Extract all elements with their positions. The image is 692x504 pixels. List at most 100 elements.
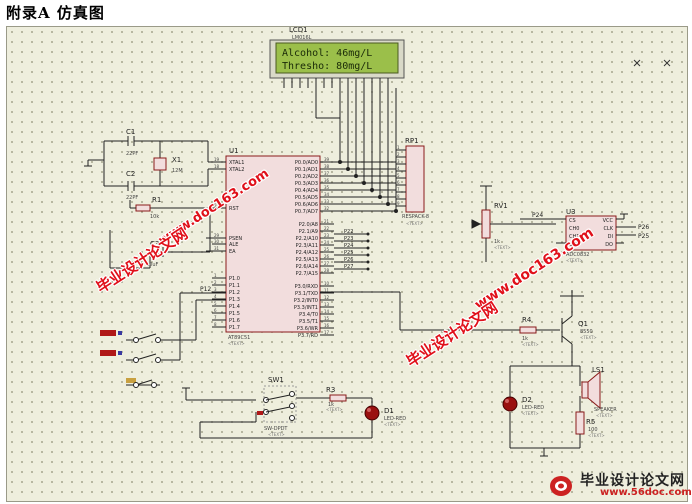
mcu-pin-number: 30 [214,239,220,244]
mcu-pin-number: 12 [324,295,330,300]
mcu-pin-number: 16 [324,323,330,328]
mcu-pin-number: 8 [214,322,217,327]
mcu-pin-label: P0.7/AD7 [295,209,318,215]
mcu-pin-label: P1.5 [229,311,240,317]
junction-dot [370,188,374,192]
mcu-pin-label: P1.6 [229,318,240,324]
brand-url: www.56doc.com [600,487,692,498]
mcu-pin-number: 29 [214,233,220,238]
mcu-pin-label: P2.7/A15 [296,271,318,277]
p2-net-label: P25 [344,250,353,256]
crystal-circuit [84,136,226,191]
button-key-2[interactable] [100,350,161,363]
d1-ref: D1 [384,407,394,415]
rp1-ref: RP1 [405,137,419,145]
sw1-switch[interactable] [257,385,297,423]
mcu-pin-label: P3.6/WR [297,326,319,332]
mcu-pin-label: P2.2/A10 [296,236,318,242]
mcu-pin-number: 23 [324,233,330,238]
lcd-ref: LCD1 [289,26,308,34]
mcu-pin-number: 10 [324,281,330,286]
mcu-pin-label: P0.1/AD1 [295,167,318,173]
mcu-at89c51: U1 AT89C51 <TEXT> XTAL119XTAL218RST9PSEN… [212,147,334,346]
r3-text: <TEXT> [326,407,343,412]
mcu-pin-number: 6 [214,308,217,313]
mcu-part: AT89C51 [228,335,250,341]
mcu-pin-number: 39 [324,157,330,162]
net-terminal [366,239,370,243]
mcu-pin-label: ALE [229,242,238,248]
net-terminal [366,260,370,264]
mcu-pin-number: 5 [214,301,217,306]
rp1-pin-number: 8 [397,194,400,199]
mcu-pin-number: 31 [214,246,220,251]
mcu-pin-number: 32 [324,206,330,211]
adc-pin-label: DO [605,242,613,248]
mcu-pin-number: 34 [324,192,330,197]
p2-net-label: P23 [344,236,353,242]
junction-dot [378,195,382,199]
mcu-pin-label: EA [229,249,236,255]
mcu-pin-label: P3.0/RXD [295,284,319,290]
mcu-pin-number: 27 [324,261,330,266]
lcd-module: LCD1 LM016L Alcohol: 46mg/L Thresho: 80m… [269,26,405,88]
mcu-pin-label: P3.1/TXD [295,291,318,297]
ls1-ref: LS1 [592,366,605,374]
rp1-pin-number: 6 [397,180,400,185]
r5-ref: R5 [586,418,595,426]
rv1-potentiometer[interactable] [471,185,556,262]
mcu-pin-label: P0.0/AD0 [295,160,318,166]
rv1-ref: RV1 [494,202,508,210]
mcu-pin-number: 2 [214,280,217,285]
junction-dot [386,202,390,206]
x1-value: 12M [172,168,183,174]
mcu-pin-number: 21 [324,219,330,224]
mcu-pin-label: P2.3/A11 [296,243,318,249]
mcu-pin-label: XTAL2 [229,167,244,173]
d1-text: <TEXT> [384,422,401,427]
brand-logo-icon [550,476,572,496]
speaker-ls1 [581,370,601,410]
mcu-pin-number: 37 [324,171,330,176]
net-p12-label: P12 [200,286,211,293]
net-terminal [366,253,370,257]
net-terminal [366,267,370,271]
p2-net-label: P24 [344,243,353,249]
schematic-sheet [6,26,688,502]
net-terminal [366,246,370,250]
lcd-line-1: Alcohol: 46mg/L [282,48,372,59]
sw1-text: <TEXT> [268,432,285,437]
mcu-pin-label: P3.4/T0 [299,312,318,318]
d2-text: <TEXT> [522,411,539,416]
rv1-text: <TEXT> [494,245,511,250]
rp1-pin-number: 1 [397,145,400,150]
rp1-part: RESPACK-8 [402,214,429,220]
mcu-pin-label: RST [229,206,240,212]
adc-pin-label: CLK [603,226,613,232]
button-key-1[interactable] [100,330,161,343]
mcu-pin-number: 11 [324,288,330,293]
r1-ref: R1 [152,196,161,204]
mcu-pin-label: PSEN [229,236,242,242]
c2-ref: C2 [126,170,135,178]
adc-ref: U3 [566,208,576,216]
ls1-part: SPEAKER [594,407,617,413]
mcu-pin-label: P3.5/T1 [299,319,318,325]
r5-text: <TEXT> [588,433,605,438]
net-terminal [366,232,370,236]
p1-wiring [126,292,226,386]
mcu-ref: U1 [229,147,239,155]
mcu-pin-label: P1.0 [229,276,240,282]
mcu-pin-label: P0.2/AD2 [295,174,318,180]
mcu-pin-number: 4 [214,294,217,299]
sw1-ref: SW1 [268,376,284,384]
rp1-pin-number: 9 [397,201,400,206]
mcu-pin-label: P2.4/A12 [296,250,318,256]
mcu-pin-number: 36 [324,178,330,183]
mcu-pin-label: P1.1 [229,283,240,289]
button-key-3[interactable] [126,378,157,388]
c3-ref: C3 [150,240,159,248]
x1-ref: X1 [172,156,181,164]
